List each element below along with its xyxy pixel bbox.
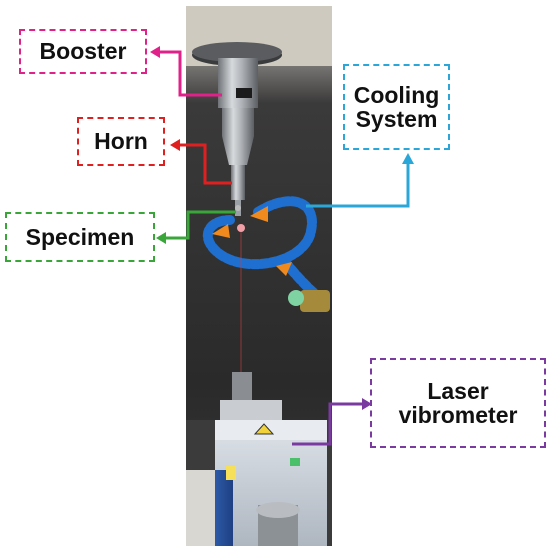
connector-lines — [150, 46, 414, 446]
specimen-label: Specimen — [5, 212, 155, 262]
cooling-text-line1: Cooling — [353, 81, 440, 108]
cooling-system-label: Cooling System — [343, 64, 450, 150]
setup-photo — [186, 6, 332, 546]
cooling-text-line2: System — [355, 106, 438, 132]
booster-label: Booster — [19, 29, 147, 74]
laser-text-line2: vibrometer — [398, 402, 518, 428]
horn-text: Horn — [94, 128, 148, 155]
booster-text: Booster — [39, 38, 127, 65]
specimen-text: Specimen — [25, 223, 135, 250]
laser-text-line1: Laser — [427, 377, 489, 404]
horn-label: Horn — [77, 117, 165, 166]
laser-vibrometer-label: Laser vibrometer — [370, 358, 546, 448]
